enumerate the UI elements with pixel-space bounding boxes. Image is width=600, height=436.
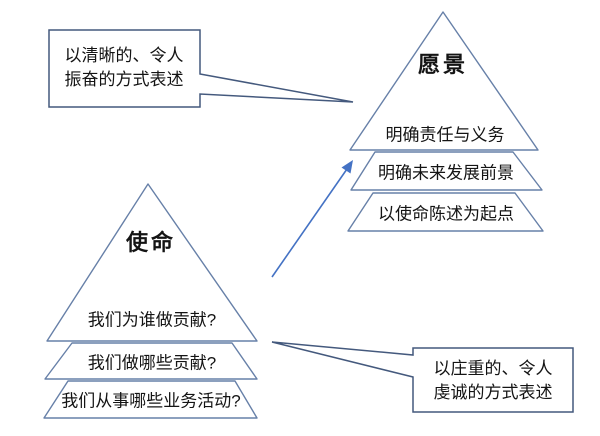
vision-pyramid-triangle — [349, 11, 539, 151]
vision-pyramid-layer-3-label: 以使命陈述为起点 — [378, 204, 514, 224]
vision-pyramid-layer-3-shape — [347, 192, 544, 232]
callout-bottom-right-line-2: 虔诚的方式表述 — [433, 383, 553, 402]
mission-pyramid-layer-2-label: 我们做哪些贡献? — [87, 353, 217, 373]
callout-top-left-bubble — [48, 29, 354, 108]
callout-bottom-right-bubble — [271, 341, 574, 413]
mission-to-vision-arrow-head-icon — [341, 160, 353, 174]
mission-pyramid-layer-1-label: 我们为谁做贡献? — [87, 310, 217, 330]
callout-bottom-right-text: 以庄重的、令人 虔诚的方式表述 — [434, 357, 553, 405]
callout-top-left-line-2: 振奋的方式表述 — [64, 70, 184, 89]
vision-pyramid-layer-2-shape — [350, 151, 543, 191]
mission-pyramid-layer-3-label: 我们从事哪些业务活动? — [61, 391, 241, 411]
callout-top-left-line-1: 以清晰的、令人 — [64, 46, 184, 65]
vision-pyramid-layer-1-label: 明确责任与义务 — [385, 125, 505, 145]
vision-pyramid-layer-2-label: 明确未来发展前景 — [378, 163, 514, 183]
mission-pyramid-layer-2-shape — [44, 342, 258, 380]
mission-pyramid-triangle — [46, 183, 258, 342]
callout-bottom-right-line-1: 以庄重的、令人 — [433, 359, 553, 378]
vision-pyramid-title: 愿景 — [417, 52, 469, 77]
mission-pyramid-layer-3-shape — [43, 380, 258, 419]
mission-pyramid-title: 使命 — [125, 230, 177, 255]
callout-top-left-text: 以清晰的、令人 振奋的方式表述 — [65, 44, 184, 92]
mission-to-vision-arrow-line — [271, 168, 348, 278]
